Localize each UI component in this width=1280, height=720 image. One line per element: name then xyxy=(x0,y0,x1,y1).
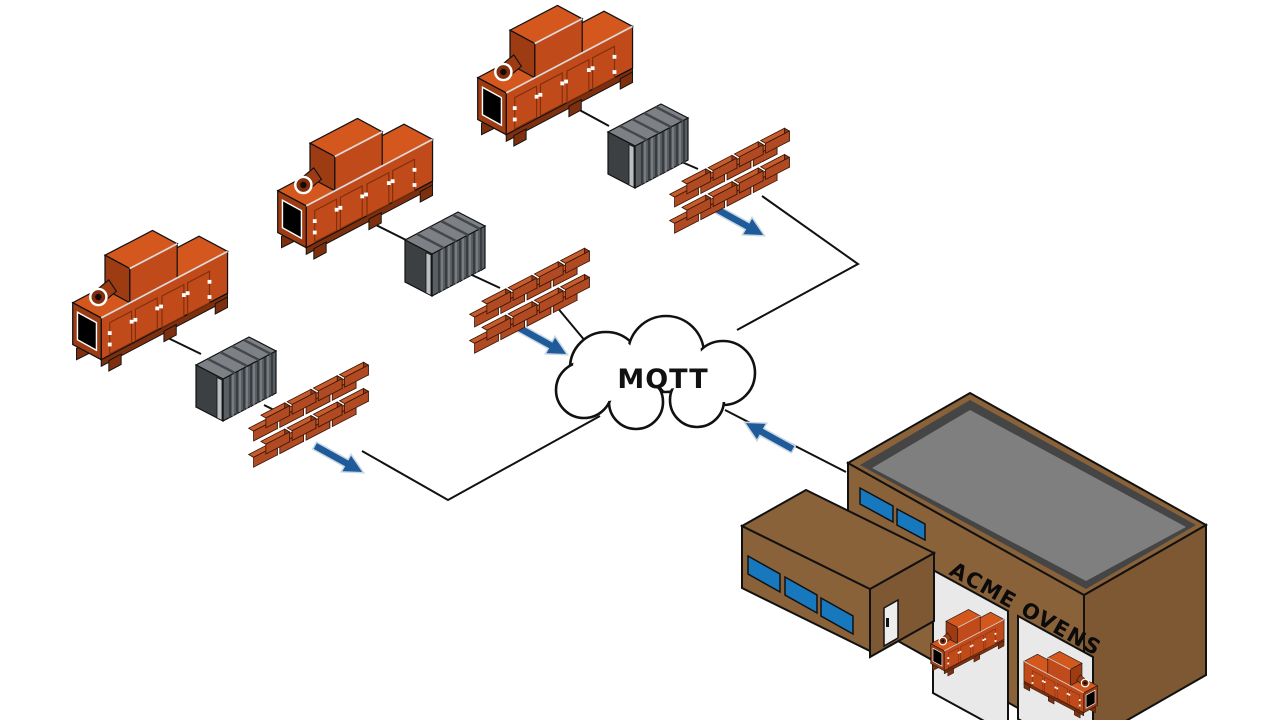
line-gateway2-firewall2 xyxy=(471,274,501,289)
cloud-shape xyxy=(554,314,757,431)
gateway-3 xyxy=(194,335,278,423)
annex-roof xyxy=(739,488,937,591)
site-2 xyxy=(276,117,590,354)
line-oven3-gateway3 xyxy=(165,336,202,355)
annex-window xyxy=(820,596,854,636)
building-window xyxy=(896,507,926,542)
arrow-building-to-cloud xyxy=(738,412,799,459)
door-handle xyxy=(886,618,889,627)
building-window xyxy=(859,486,894,524)
building-roof xyxy=(872,410,1186,581)
site-3 xyxy=(71,229,369,468)
mqtt-cloud: MQTT xyxy=(554,314,757,431)
annex-window xyxy=(784,575,818,615)
site-1 xyxy=(476,4,790,233)
cloud-label: MQTT xyxy=(617,364,708,395)
oven-1 xyxy=(476,4,634,148)
building-annex xyxy=(739,488,937,659)
annex-window xyxy=(747,554,781,594)
gateway-2 xyxy=(403,210,487,298)
gateway-1 xyxy=(606,102,690,190)
connection-lines xyxy=(165,106,860,502)
oven-3 xyxy=(71,229,229,373)
annex-door xyxy=(883,598,899,648)
line-firewall1-cloud xyxy=(736,195,860,331)
line-firewall3-cloud xyxy=(361,415,601,502)
arrow-site3-to-cloud xyxy=(309,436,370,483)
acme-ovens-building: ACME OVENS xyxy=(739,391,1209,720)
